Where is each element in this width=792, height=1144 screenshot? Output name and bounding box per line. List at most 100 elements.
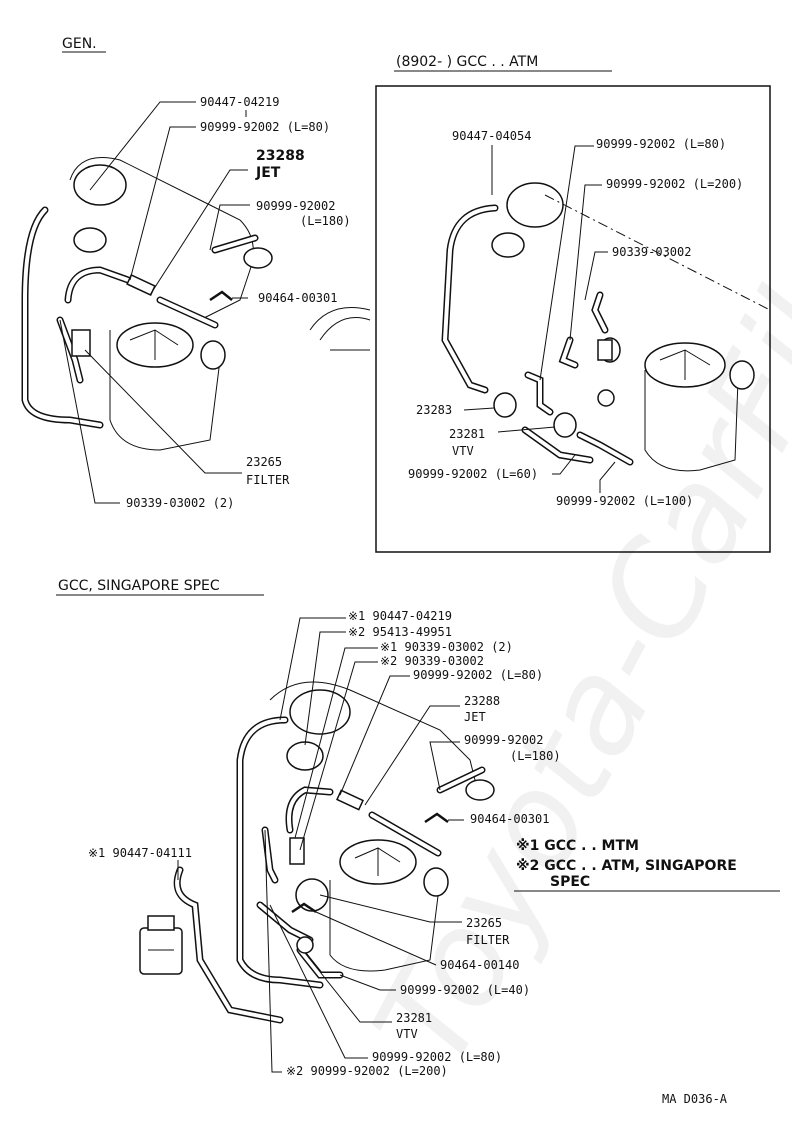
watermark-text: Toyota-CarFiles.ru (345, 0, 792, 1090)
gen-leader-6 (84, 349, 242, 474)
atm-leader-4 (584, 251, 608, 301)
sing-label-a12: 90999-92002 (L=40) (400, 983, 530, 997)
sing-actuator (465, 779, 495, 801)
gen-clip (209, 290, 233, 302)
sing-leader-a5 (339, 675, 410, 796)
sing-label-a3: ※1 90339-03002 (2) (380, 640, 513, 654)
atm-leader-7 (552, 454, 576, 475)
gen-vsv-body (73, 164, 127, 206)
footer-code: MA D036-A (662, 1092, 728, 1106)
gen-canister-cap (129, 329, 179, 360)
sing-engine-outline (269, 681, 481, 801)
gen-leader-1 (89, 101, 196, 191)
sing-note-2: ※2 GCC . . ATM, SINGAPORE (516, 858, 737, 874)
sing-valve-04111-body (139, 927, 183, 975)
atm-label-hose-200: 90999-92002 (L=200) (606, 177, 743, 191)
atm-leader-6 (497, 426, 556, 433)
sing-label-a13-num: 23281 (396, 1011, 432, 1025)
gen-valve-part (73, 227, 107, 253)
sing-leader-a1 (279, 617, 346, 721)
sing-label-a15: ※2 90999-92002 (L=200) (286, 1064, 448, 1078)
atm-canister-port (729, 360, 755, 390)
sing-leader-a11 (315, 911, 437, 966)
sing-leader-a13 (304, 952, 392, 1023)
gen-canister-port (200, 340, 226, 370)
atm-leader-3 (569, 184, 602, 341)
gen-leader-2 (129, 126, 196, 281)
atm-valve-part (491, 232, 525, 258)
gen-label-jet-name: JET (255, 165, 281, 181)
atm-label-hose-60: 90999-92002 (L=60) (408, 467, 538, 481)
sing-valve-04111-cap (147, 915, 175, 931)
gen-actuator (243, 247, 273, 269)
atm-leader-2 (539, 145, 594, 381)
sing-jet-part (336, 789, 364, 811)
gcc-sing-heading: GCC, SINGAPORE SPEC (58, 578, 220, 594)
sing-label-a8: 90464-00301 (470, 812, 549, 826)
sing-leader-a12 (339, 974, 396, 991)
sing-label-a7b: (L=180) (510, 749, 561, 763)
gen-label-hose-180: 90999-92002 (256, 199, 335, 213)
sing-canister-body (329, 879, 441, 972)
sing-leader-a6 (364, 705, 460, 806)
sing-label-a10-num: 23265 (466, 916, 502, 930)
sing-note-1: ※1 GCC . . MTM (516, 838, 639, 854)
sing-label-a7: 90999-92002 (464, 733, 543, 747)
sing-leader-a15 (264, 829, 282, 1073)
gen-leader-7 (59, 319, 120, 504)
sing-label-a14: 90999-92002 (L=80) (372, 1050, 502, 1064)
gen-label-hose-80: 90999-92002 (L=80) (200, 120, 330, 134)
gen-label-90339: 90339-03002 (2) (126, 496, 234, 510)
gen-intake (309, 307, 371, 351)
atm-label-hose-100: 90999-92002 (L=100) (556, 494, 693, 508)
gen-section: GEN. (21, 36, 371, 510)
sing-clip-00301 (424, 812, 449, 824)
gen-filter-part (71, 329, 91, 357)
sing-vtv-part (296, 936, 314, 954)
sing-canister-port (423, 867, 449, 897)
sing-leader-a2 (304, 631, 346, 746)
sing-leader-a7 (429, 741, 460, 791)
atm-leader-5 (463, 407, 495, 411)
sing-leader-a4 (299, 661, 378, 851)
atm-part-23283 (493, 392, 517, 418)
sing-hose-ext (173, 866, 284, 1024)
gcc-atm-heading: (8902- ) GCC . . ATM (396, 54, 538, 70)
gcc-atm-section: (8902- ) GCC . . ATM (375, 54, 771, 553)
atm-vsv-body (506, 182, 564, 228)
atm-part-vtv (553, 412, 577, 438)
atm-valve-90339 (597, 339, 613, 361)
sing-clip-00140 (291, 902, 317, 914)
atm-label-vtv-name: VTV (452, 444, 474, 458)
gcc-sing-section: GCC, SINGAPORE SPEC (56, 578, 780, 1078)
atm-label-vtv-num: 23281 (449, 427, 485, 441)
sing-label-a1: ※1 90447-04219 (348, 609, 452, 623)
gen-label-filter-num: 23265 (246, 455, 282, 469)
gen-label-clip: 90464-00301 (258, 291, 337, 305)
sing-label-a10-name: FILTER (466, 933, 510, 947)
sing-valve-90339 (289, 837, 305, 865)
sing-label-a11: 90464-00140 (440, 958, 519, 972)
sing-label-a9: ※1 90447-04111 (88, 846, 192, 860)
atm-label-hose-80: 90999-92002 (L=80) (596, 137, 726, 151)
gen-leader-4 (209, 204, 250, 251)
sing-canister-cap (354, 847, 401, 876)
atm-canister-body (644, 370, 739, 472)
gen-label-90447: 90447-04219 (200, 95, 279, 109)
sing-label-a6-name: JET (464, 710, 486, 724)
gen-canister-body (109, 330, 221, 451)
sing-label-a4: ※2 90339-03002 (380, 654, 484, 668)
gen-label-hose-180-len: (L=180) (300, 214, 351, 228)
gen-label-filter-name: FILTER (246, 473, 290, 487)
atm-label-90339: 90339-03002 (612, 245, 691, 259)
atm-label-23283: 23283 (416, 403, 452, 417)
gen-jet-part (126, 273, 156, 297)
atm-canister-cap (659, 349, 711, 380)
sing-label-a6-num: 23288 (464, 694, 500, 708)
gen-leader-3 (149, 169, 248, 296)
gen-hose-80 (64, 266, 132, 304)
atm-leader-8 (599, 461, 616, 493)
sing-leader-a10 (319, 894, 462, 923)
sing-valve-part (286, 741, 324, 771)
